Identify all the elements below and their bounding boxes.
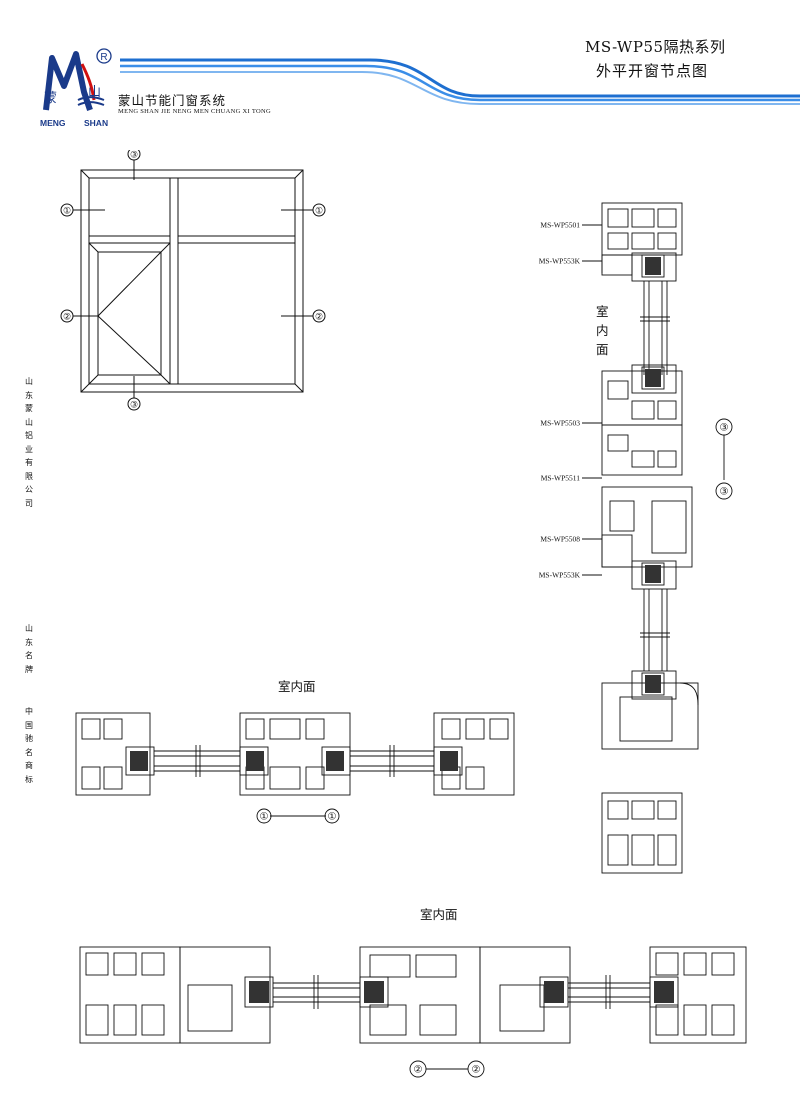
- part-label-wp5511: MS-WP5511: [541, 474, 581, 483]
- section-1-marker-left: ①: [260, 812, 269, 823]
- side-brand-text: 山东名牌: [25, 624, 33, 674]
- section-2-marker-right: ②: [472, 1065, 481, 1076]
- company-name-cn: 蒙山节能门窗系统: [118, 93, 227, 108]
- part-label-wp5503: MS-WP5503: [540, 419, 580, 428]
- logo-text-meng: MENG: [40, 118, 66, 128]
- logo-text-shan: SHAN: [84, 118, 109, 128]
- elevation-marker-left-2: ②: [63, 312, 71, 322]
- registered-mark: R: [100, 52, 107, 63]
- elevation-marker-left-1: ①: [63, 206, 71, 216]
- interior-label-section-2: 室内面: [420, 907, 458, 922]
- section-1-drawing: ① ①: [75, 712, 515, 824]
- page-title: MS-WP55隔热系列: [585, 38, 726, 56]
- logo-mark: R 蒙 山: [43, 48, 112, 111]
- elevation-marker-top: ③: [130, 150, 138, 160]
- part-label-wp5501: MS-WP5501: [540, 221, 580, 230]
- part-label-wp553k-bottom: MS-WP553K: [539, 571, 581, 580]
- logo-char-meng: 蒙: [44, 91, 57, 106]
- window-elevation: ③ ① ① ② ② ③: [60, 150, 326, 411]
- page-subtitle: 外平开窗节点图: [596, 62, 709, 80]
- part-label-wp553k-top: MS-WP553K: [539, 257, 581, 266]
- side-company-text: 山东蒙山铝业有限公司: [25, 377, 33, 508]
- logo-char-shan: 山: [88, 85, 101, 100]
- header-swoosh-graphic: [120, 58, 800, 105]
- company-name-en: MENG SHAN JIE NENG MEN CHUANG XI TONG: [118, 108, 271, 115]
- section-2-marker-left: ②: [414, 1065, 423, 1076]
- vertical-section-drawing: ③ ③ MS-WP5501 MS-WP553K MS-WP5503 MS-WP5…: [539, 202, 733, 874]
- interior-label-section-1: 室内面: [278, 679, 316, 694]
- section-1-marker-right: ①: [328, 812, 337, 823]
- vertical-marker-bottom: ③: [720, 487, 729, 498]
- elevation-marker-right-1: ①: [315, 206, 323, 216]
- interior-label-vertical: 室内面: [596, 304, 609, 357]
- side-famous-text: 中国驰名商标: [25, 707, 33, 784]
- part-label-wp5508: MS-WP5508: [540, 535, 580, 544]
- section-2-drawing: ② ②: [79, 946, 747, 1078]
- vertical-marker-top: ③: [720, 423, 729, 434]
- elevation-marker-bottom: ③: [130, 400, 138, 410]
- elevation-marker-right-2: ②: [315, 312, 323, 322]
